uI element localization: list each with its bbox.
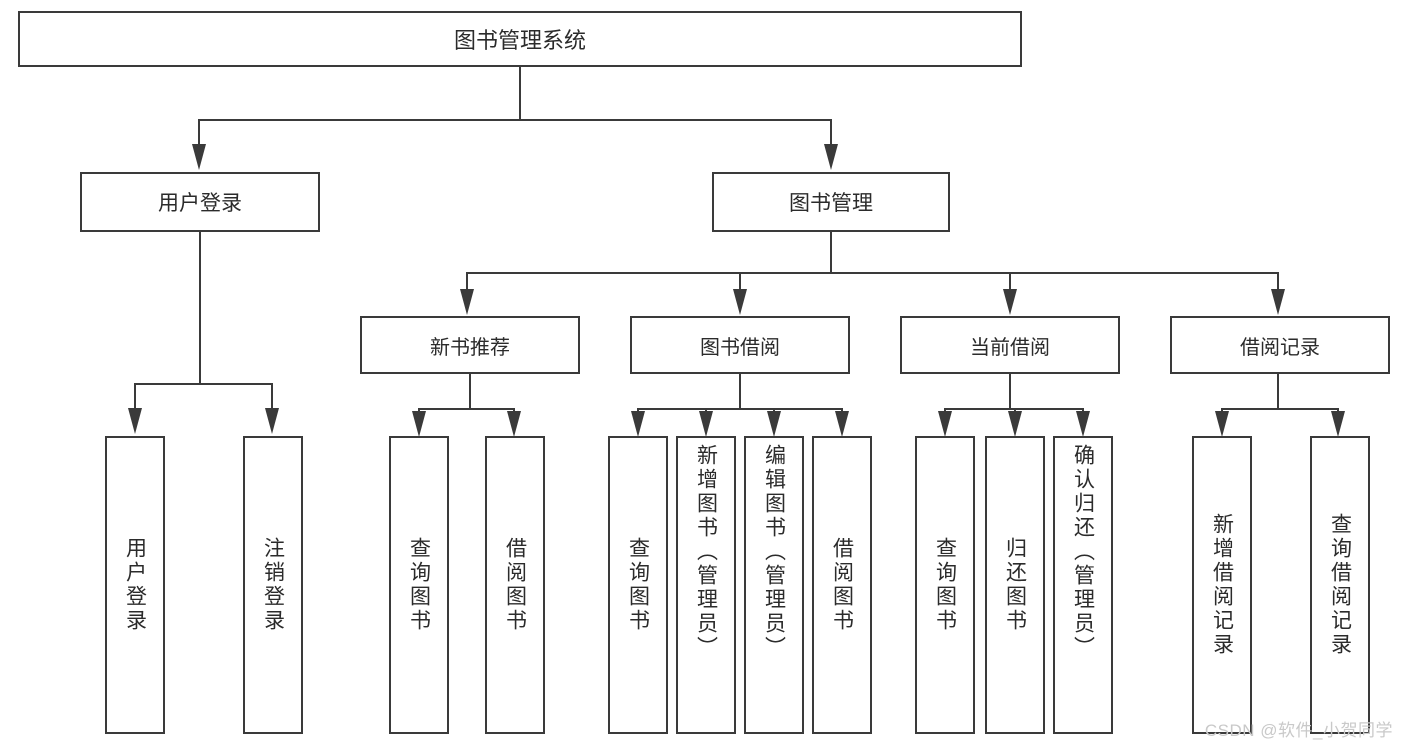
connector-bm-drop-2: [739, 272, 741, 291]
node-label: 查询图书: [933, 537, 957, 633]
connector-user-login-drop-1: [134, 383, 136, 410]
connector-user-login-stem: [199, 232, 201, 384]
connector-root-to-user-login: [198, 119, 200, 146]
node-label: 归还图书: [1003, 537, 1027, 633]
node-book-borrow[interactable]: 图书借阅: [630, 316, 850, 374]
leaf-confirm-return-admin[interactable]: 确认归还（管理员）: [1053, 436, 1113, 734]
connector-bb-stem: [739, 374, 741, 409]
node-label: 新增借阅记录: [1210, 513, 1234, 657]
leaf-user-login[interactable]: 用户登录: [105, 436, 165, 734]
connector-bb-bus: [637, 408, 843, 410]
node-label: 新书推荐: [430, 336, 510, 359]
node-label: 借阅图书: [830, 537, 854, 633]
node-borrow-record[interactable]: 借阅记录: [1170, 316, 1390, 374]
node-user-login[interactable]: 用户登录: [80, 172, 320, 232]
leaf-query-borrow-record[interactable]: 查询借阅记录: [1310, 436, 1370, 734]
node-label: 图书管理系统: [453, 28, 586, 53]
arrowhead-user-login-leaf-1: [128, 408, 142, 434]
leaf-borrow-book-2[interactable]: 借阅图书: [812, 436, 872, 734]
node-label: 用户登录: [158, 192, 242, 215]
connector-root-bus: [198, 119, 832, 121]
arrowhead-bm-to-borrow-record: [1271, 289, 1285, 315]
node-label: 注销登录: [261, 537, 285, 633]
node-label: 借阅图书: [503, 537, 527, 633]
leaf-borrow-book-1[interactable]: 借阅图书: [485, 436, 545, 734]
connector-bm-drop-3: [1009, 272, 1011, 291]
connector-cb-stem: [1009, 374, 1011, 409]
watermark: CSDN @软件_小贺同学: [1204, 721, 1393, 740]
leaf-add-borrow-record[interactable]: 新增借阅记录: [1192, 436, 1252, 734]
connector-book-management-bus: [466, 272, 1278, 274]
arrowhead-br-leaf-1: [1215, 411, 1229, 437]
arrowhead-cb-leaf-1: [938, 411, 952, 437]
arrowhead-root-to-user-login: [192, 144, 206, 170]
node-label: 新增图书（管理员）: [694, 444, 718, 660]
node-label: 编辑图书（管理员）: [762, 444, 786, 660]
connector-nbr-stem: [469, 374, 471, 409]
node-label: 查询图书: [626, 537, 650, 633]
arrowhead-root-to-book-management: [824, 144, 838, 170]
arrowhead-bb-leaf-3: [767, 411, 781, 437]
leaf-logout-login[interactable]: 注销登录: [243, 436, 303, 734]
node-book-management[interactable]: 图书管理: [712, 172, 950, 232]
arrowhead-bm-to-new-book-recommend: [460, 289, 474, 315]
arrowhead-bm-to-current-borrow: [1003, 289, 1017, 315]
connector-bm-drop-4: [1277, 272, 1279, 291]
connector-user-login-drop-2: [271, 383, 273, 410]
connector-nbr-bus: [418, 408, 515, 410]
leaf-add-book-admin[interactable]: 新增图书（管理员）: [676, 436, 736, 734]
connector-book-management-stem: [830, 232, 832, 273]
arrowhead-cb-leaf-2: [1008, 411, 1022, 437]
leaf-query-book-2[interactable]: 查询图书: [608, 436, 668, 734]
arrowhead-cb-leaf-3: [1076, 411, 1090, 437]
arrowhead-br-leaf-2: [1331, 411, 1345, 437]
node-label: 当前借阅: [970, 336, 1050, 359]
leaf-edit-book-admin[interactable]: 编辑图书（管理员）: [744, 436, 804, 734]
leaf-query-book-1[interactable]: 查询图书: [389, 436, 449, 734]
connector-root-to-book-management: [830, 119, 832, 146]
connector-root-stem: [519, 67, 521, 120]
node-label: 用户登录: [123, 537, 147, 633]
connector-bm-drop-1: [466, 272, 468, 291]
leaf-query-book-3[interactable]: 查询图书: [915, 436, 975, 734]
node-label: 查询图书: [407, 537, 431, 633]
arrowhead-nbr-leaf-1: [412, 411, 426, 437]
arrowhead-bm-to-book-borrow: [733, 289, 747, 315]
node-root-system[interactable]: 图书管理系统: [18, 11, 1022, 67]
arrowhead-bb-leaf-4: [835, 411, 849, 437]
node-label: 查询借阅记录: [1328, 513, 1352, 657]
arrowhead-nbr-leaf-2: [507, 411, 521, 437]
node-label: 图书借阅: [700, 336, 780, 359]
arrowhead-bb-leaf-2: [699, 411, 713, 437]
connector-user-login-bus: [134, 383, 273, 385]
arrowhead-bb-leaf-1: [631, 411, 645, 437]
node-new-book-recommend[interactable]: 新书推荐: [360, 316, 580, 374]
leaf-return-book[interactable]: 归还图书: [985, 436, 1045, 734]
arrowhead-user-login-leaf-2: [265, 408, 279, 434]
node-label: 确认归还（管理员）: [1071, 444, 1095, 660]
connector-br-bus: [1221, 408, 1339, 410]
connector-br-stem: [1277, 374, 1279, 409]
node-label: 图书管理: [789, 192, 873, 215]
node-current-borrow[interactable]: 当前借阅: [900, 316, 1120, 374]
node-label: 借阅记录: [1240, 336, 1320, 359]
